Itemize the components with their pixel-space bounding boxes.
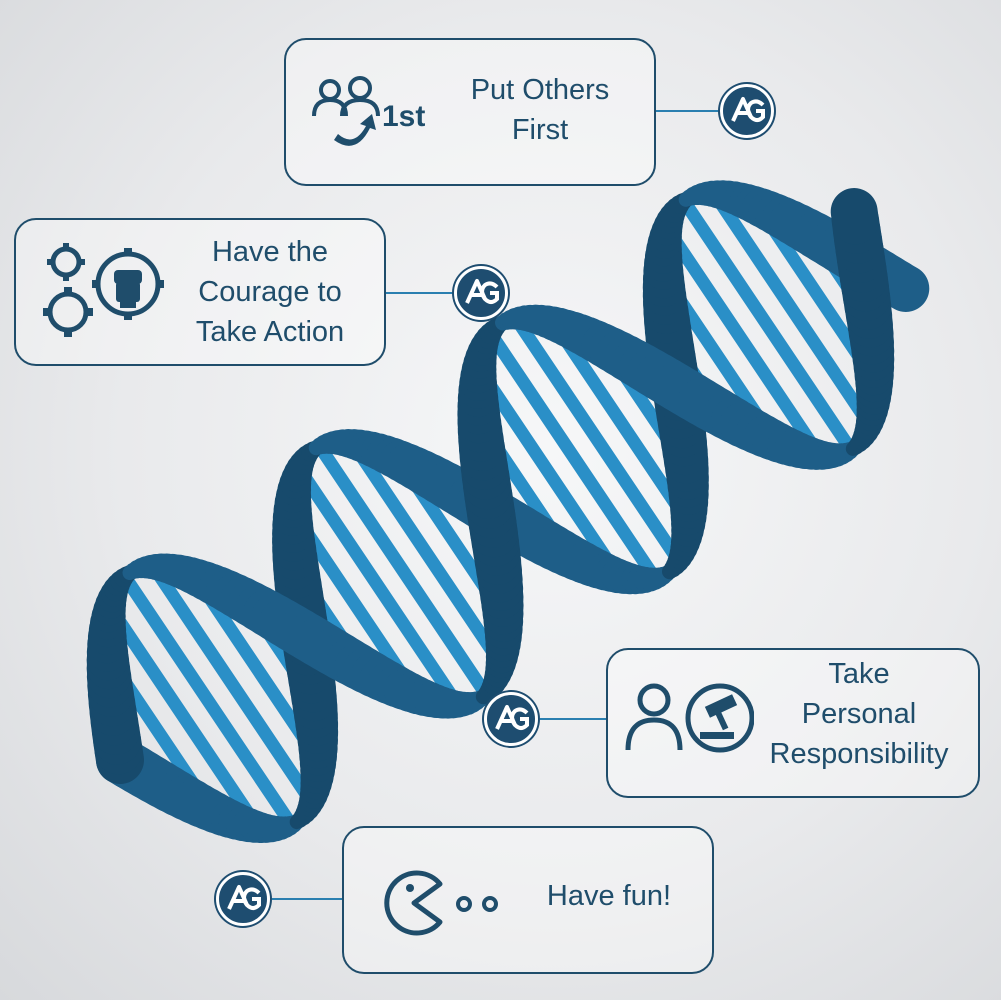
- gears-icon: [43, 243, 164, 337]
- helix-rung: [484, 326, 662, 586]
- helix-strand-segment: [830, 188, 879, 245]
- person-icon: [625, 683, 754, 753]
- label-line: Put Others: [470, 74, 610, 106]
- label-line: Take: [828, 658, 890, 690]
- card-courage: Have the Courage to Take Action: [14, 218, 386, 366]
- people-icon: 1st: [312, 76, 425, 146]
- gavel-icon: [700, 694, 738, 739]
- helix-strand-segment: [874, 260, 930, 312]
- connector-put-others-first: [656, 110, 720, 112]
- helix-rung: [660, 222, 826, 462]
- up-arrow-icon: [334, 114, 376, 146]
- ag-logo-icon: [454, 266, 508, 320]
- connector-responsibility: [540, 718, 606, 720]
- helix-rung: [509, 312, 686, 568]
- helix-rung: [677, 194, 858, 457]
- card-label-put-others-first: Put Others First: [450, 70, 630, 150]
- helix-rung: [472, 362, 625, 583]
- ag-logo-icon: [484, 692, 538, 746]
- label-line: Take Action: [195, 316, 345, 348]
- helix-rung: [118, 570, 298, 832]
- helix-strands: [86, 180, 930, 844]
- helix-rung: [346, 437, 508, 671]
- label-line: Personal: [801, 698, 917, 730]
- pacman-icon: [384, 870, 498, 936]
- card-label-courage: Have the Courage to Take Action: [170, 232, 370, 352]
- label-line: Have the: [211, 236, 329, 268]
- label-line: Courage to: [198, 276, 342, 308]
- helix-rung: [292, 462, 464, 711]
- label-line: Responsibility: [769, 738, 949, 770]
- card-have-fun: Have fun!: [342, 826, 714, 974]
- fist-icon: [92, 248, 164, 320]
- first-icon-text: 1st: [382, 100, 425, 133]
- connector-courage: [386, 292, 454, 294]
- helix-rung: [103, 600, 265, 834]
- label-line: First: [511, 114, 569, 146]
- ag-logo-icon: [216, 872, 270, 926]
- label-line: Have fun!: [546, 880, 672, 912]
- card-label-responsibility: Take Personal Responsibility: [754, 654, 964, 774]
- ag-logo-icon: [720, 84, 774, 138]
- connector-have-fun: [272, 898, 342, 900]
- helix-rung: [147, 560, 318, 809]
- helix-rung: [548, 317, 695, 530]
- card-label-have-fun: Have fun!: [524, 876, 694, 916]
- helix-rung: [312, 439, 493, 701]
- helix-rung: [708, 187, 876, 431]
- card-responsibility: Take Personal Responsibility: [606, 648, 980, 798]
- card-put-others-first: 1st Put Others First: [284, 38, 656, 186]
